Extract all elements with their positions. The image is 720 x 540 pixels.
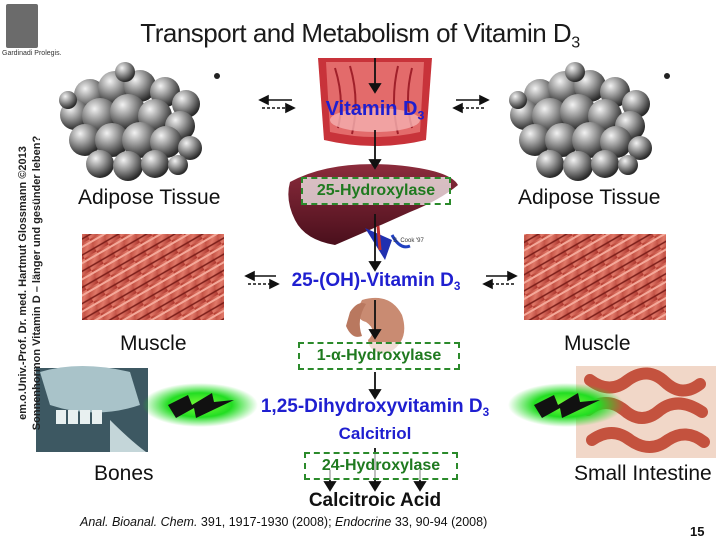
enzyme-25-hydroxylase: 25-Hydroxylase (301, 177, 451, 205)
citation-journal-1: Anal. Bioanal. Chem. (80, 515, 198, 529)
muscle-right-label: Muscle (564, 332, 631, 355)
muscle-right-image (524, 234, 666, 320)
vitamin-d3-label: Vitamin D3 (300, 98, 450, 122)
citation-ref-1: 391, 1917-1930 (2008); (197, 515, 336, 529)
lightning-left-icon (168, 393, 234, 418)
muscle-left-image (82, 234, 224, 320)
blood-vessel-image (318, 58, 432, 146)
logo-image (6, 4, 38, 48)
hydroxy-vitamin-d3-text: 25-(OH)-Vitamin D (291, 270, 454, 291)
vitamin-d3-subscript: 3 (417, 108, 425, 123)
adipose-right-label: Adipose Tissue (518, 186, 661, 209)
hydroxy-vitamin-d3-subscript: 3 (453, 280, 461, 294)
side-credit: em.o.Univ.-Prof. Dr. med. Hartmut Glossm… (16, 95, 44, 471)
enzyme-1-alpha-hydroxylase: 1-α-Hydroxylase (298, 342, 460, 370)
citation: Anal. Bioanal. Chem. 391, 1917-1930 (200… (80, 515, 487, 529)
enzyme-24-hydroxylase: 24-Hydroxylase (304, 452, 458, 480)
citation-ref-2: 33, 90-94 (2008) (391, 515, 488, 529)
dihydroxyvitamin-d3-subscript: 3 (482, 406, 490, 420)
adipose-right-image (509, 62, 670, 181)
hydroxy-vitamin-d3-label: 25-(OH)-Vitamin D3 (272, 270, 480, 293)
calcitroic-acid-label: Calcitroic Acid (308, 490, 442, 511)
side-credit-line2: Sonnenhormon Vitamin D – länger und gesü… (31, 135, 43, 431)
side-credit-line1: em.o.Univ.-Prof. Dr. med. Hartmut Glossm… (17, 146, 29, 420)
title-subscript: 3 (571, 33, 580, 52)
adipose-left-image (59, 62, 220, 181)
page-title: Transport and Metabolism of Vitamin D3 (0, 18, 720, 53)
lightning-right-icon (534, 393, 600, 418)
logo-caption: Gardinadi Prolegis. (2, 50, 62, 57)
liver-credit: S. Cook '97 (393, 238, 424, 244)
title-text: Transport and Metabolism of Vitamin D (140, 18, 572, 48)
vitamin-d3-text: Vitamin D (325, 98, 418, 120)
intestine-image (576, 366, 716, 458)
calcitriol-label: Calcitriol (338, 424, 412, 443)
horizontal-arrows (244, 94, 518, 290)
page-number: 15 (690, 524, 705, 539)
dihydroxyvitamin-d3-text: 1,25-Dihydroxyvitamin D (260, 396, 483, 417)
citation-journal-2: Endocrine (335, 515, 392, 529)
bones-label: Bones (94, 462, 154, 485)
kidney-image (346, 297, 405, 353)
dihydroxyvitamin-d3-label: 1,25-Dihydroxyvitamin D3 (244, 396, 506, 419)
small-intestine-label: Small Intestine (574, 462, 712, 485)
bones-image (36, 366, 148, 452)
adipose-left-label: Adipose Tissue (78, 186, 221, 209)
muscle-left-label: Muscle (120, 332, 187, 355)
